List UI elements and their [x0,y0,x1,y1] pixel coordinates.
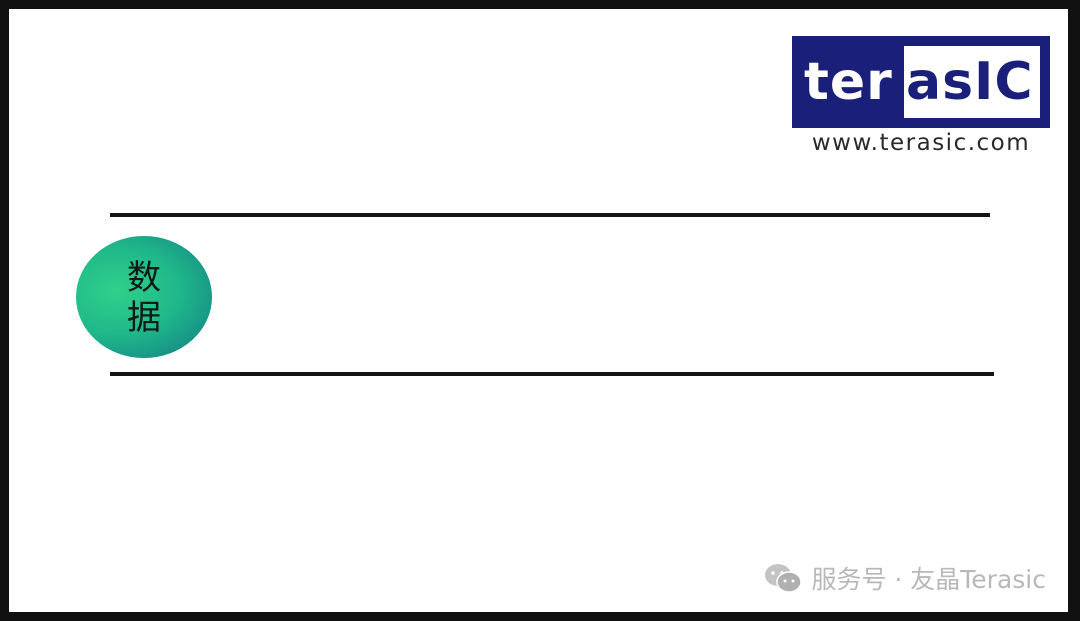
terasic-logo: ter asIC [792,36,1050,128]
top-divider-line [110,213,990,217]
logo-white-box [904,46,1040,118]
data-circle-badge: 数 据 [76,236,212,358]
wechat-icon [765,564,803,593]
badge-char-1: 数 [127,258,161,298]
logo-url: www.terasic.com [811,130,1031,156]
logo-text-asic: asIC [906,52,1034,112]
watermark: 服务号 · 友晶Terasic [763,560,1046,596]
watermark-text: 服务号 · 友晶Terasic [811,565,1046,594]
bottom-divider-line [110,372,994,376]
logo-text-ter: ter [804,52,893,112]
badge-label: 数 据 [76,258,212,338]
badge-char-2: 据 [127,298,161,338]
